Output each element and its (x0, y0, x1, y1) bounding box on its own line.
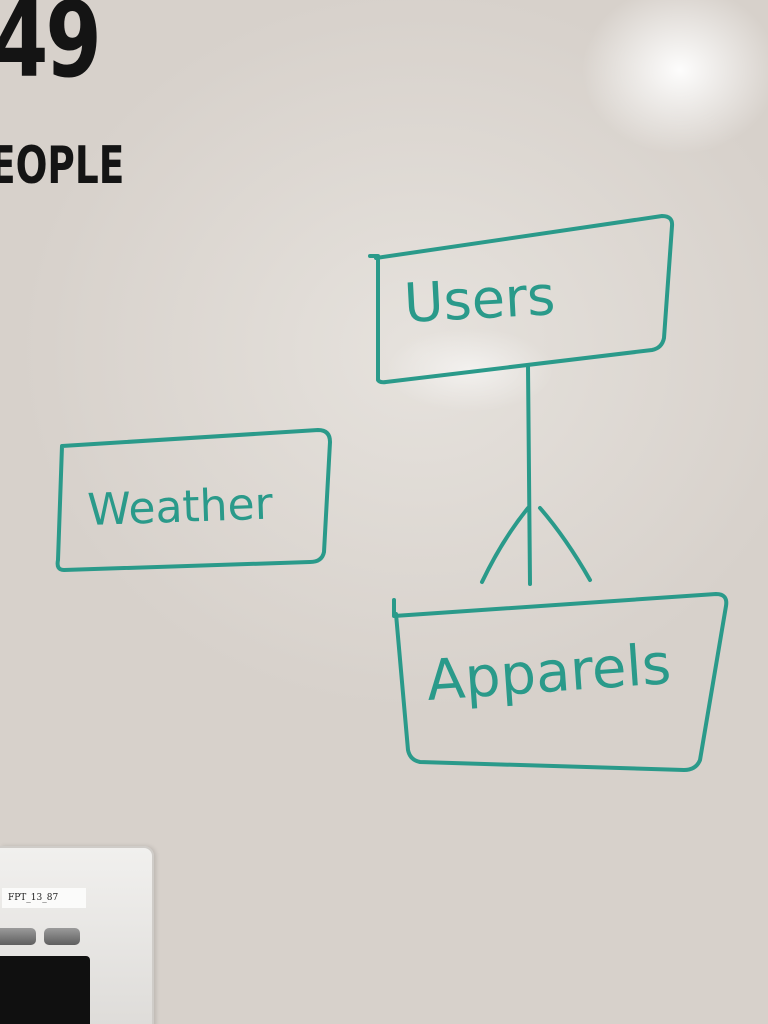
entity-users-box (368, 214, 675, 385)
thermostat-left-button[interactable] (0, 928, 36, 945)
entity-apparels: Apparels (392, 592, 729, 772)
crows-foot-left-prong (480, 506, 530, 584)
entity-users-label: Users (402, 264, 556, 335)
thermostat-panel: FPT_13_87 (0, 846, 154, 1024)
entity-apparels-label: Apparels (424, 632, 673, 714)
relationship-users-apparels (480, 364, 592, 586)
entity-weather: Weather (55, 428, 332, 572)
thermostat-tag: FPT_13_87 (2, 888, 86, 908)
entity-weather-label: Weather (87, 479, 275, 536)
sign-number: 49 (0, 0, 102, 101)
sign-label: EOPLE (0, 136, 125, 196)
thermostat-right-button[interactable] (44, 928, 80, 945)
relationship-line (526, 364, 532, 586)
entity-apparels-box (392, 592, 729, 772)
entity-weather-box (55, 428, 332, 572)
thermostat-screen (0, 956, 90, 1024)
crows-foot-right-prong (538, 506, 592, 582)
entity-users: Users (368, 214, 675, 385)
